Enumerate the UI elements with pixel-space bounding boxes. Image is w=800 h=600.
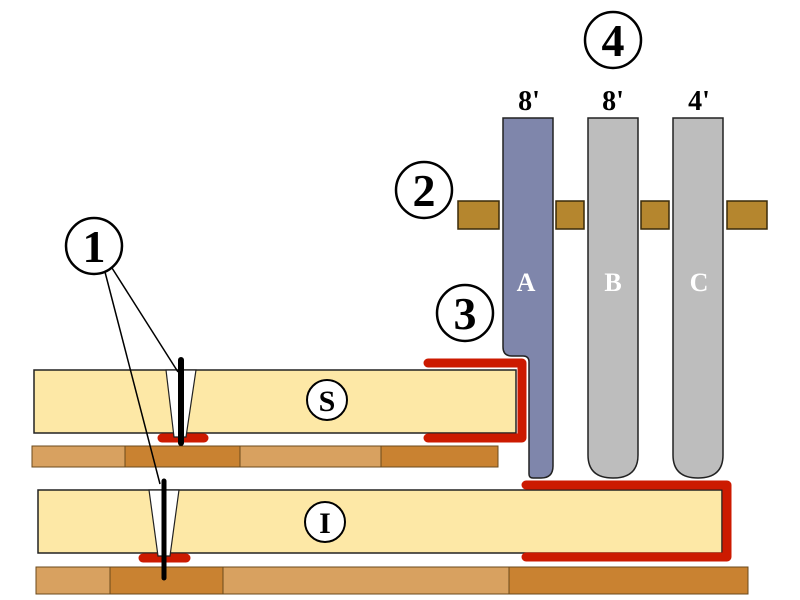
upper-nail-assembly <box>165 357 197 446</box>
callout-number: 4 <box>602 15 625 66</box>
pipe-a-blade <box>502 117 554 479</box>
upper-board-badge: S <box>306 379 348 421</box>
pipes <box>502 117 724 479</box>
gold-blocks <box>457 200 768 230</box>
callout-circle <box>583 10 643 70</box>
pipe-b-letter: B <box>604 268 621 297</box>
callout-2: 2 <box>394 160 454 220</box>
callout-number: 1 <box>83 221 106 272</box>
gold-block <box>640 200 670 230</box>
plank-segment <box>124 445 241 468</box>
callout-circle <box>435 283 495 343</box>
lower-felt-seal <box>521 480 732 562</box>
pipe-b-footage: 8' <box>602 86 624 117</box>
gold-block <box>555 200 585 230</box>
lower-nail-assembly <box>148 478 180 581</box>
board-badge-circle <box>304 501 346 543</box>
plank-segment <box>35 566 111 595</box>
pipe-c-blade <box>672 117 724 479</box>
callout-1: 1 <box>64 216 124 276</box>
plank-segment <box>222 566 510 595</box>
callout-circle <box>394 160 454 220</box>
pipe-a-footage: 8' <box>518 86 540 117</box>
upper-board-letter: S <box>319 385 336 418</box>
callout-number: 3 <box>454 288 477 339</box>
plank-segment <box>31 445 126 468</box>
callout-3: 3 <box>435 283 495 343</box>
lower-board-letter: I <box>319 507 331 540</box>
leader-line <box>111 267 179 373</box>
callout-number: 2 <box>413 165 436 216</box>
pipe-c-footage: 4' <box>688 86 710 117</box>
lower-plank-strip <box>35 566 749 595</box>
plank-segment <box>239 445 382 468</box>
pipe-c-letter: C <box>690 268 709 297</box>
lower-board-badge: I <box>304 501 346 543</box>
plank-segment <box>380 445 499 468</box>
gold-block <box>726 200 768 230</box>
plank-segment <box>508 566 749 595</box>
board-badge-circle <box>306 379 348 421</box>
upper-plank-strip <box>31 445 499 468</box>
callout-1-leaders <box>104 267 179 485</box>
callout-4: 4 <box>583 10 643 70</box>
leader-line <box>104 271 161 485</box>
lower-board <box>37 489 723 554</box>
callout-circle <box>64 216 124 276</box>
pipe-b-blade <box>587 117 639 479</box>
pipe-a-letter: A <box>517 268 536 297</box>
gold-block <box>457 200 500 230</box>
upper-felt-seal <box>423 358 527 443</box>
upper-board <box>33 369 517 434</box>
